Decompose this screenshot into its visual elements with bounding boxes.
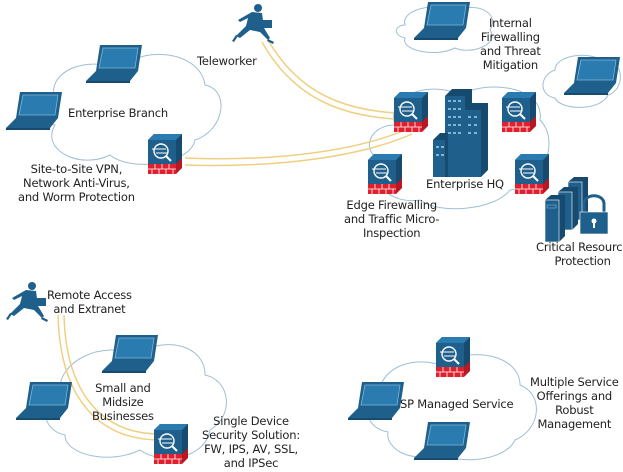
enterprise-branch-label: Enterprise Branch: [68, 106, 168, 120]
security-appliance-icon: [367, 153, 403, 195]
teleworker-label: Teleworker: [197, 54, 257, 68]
internal-firewalling-description: Internal Firewalling and Threat Mitigati…: [480, 16, 541, 72]
enterprise-hq-label: Enterprise HQ: [426, 177, 504, 191]
sp-managed-label: SP Managed Service: [400, 397, 514, 411]
building-icon: [433, 89, 488, 177]
link-branch-hq-1: [184, 127, 411, 160]
laptop-icon: [413, 1, 471, 41]
security-appliance-icon: [147, 133, 183, 175]
link-teleworker-hq-1: [261, 41, 413, 121]
laptop-icon: [413, 421, 471, 461]
security-appliance-icon: [514, 153, 550, 195]
laptop-icon: [563, 56, 621, 96]
smb-description: Single Device Security Solution: FW, IPS…: [202, 414, 301, 470]
padlock-icon: [579, 194, 609, 235]
sp-managed-description: Multiple Service Offerings and Robust Ma…: [530, 375, 619, 431]
link-branch-hq-2: [184, 133, 413, 167]
laptop-icon: [101, 334, 159, 374]
link-remote-smb-1: [57, 314, 161, 441]
remote-access-description: Remote Access and Extranet: [47, 288, 132, 316]
running-person-icon: [232, 4, 274, 44]
laptop-icon: [15, 381, 73, 421]
link-remote-smb-2: [63, 314, 161, 435]
smb-label: Small and Midsize Businesses: [92, 381, 154, 423]
security-appliance-icon: [501, 91, 537, 133]
security-appliance-icon: [393, 91, 429, 133]
enterprise-branch-description: Site-to-Site VPN, Network Anti-Virus, an…: [18, 162, 135, 204]
cloud-mitigation: [542, 54, 621, 108]
enterprise-hq-description: Edge Firewalling and Traffic Micro- Insp…: [344, 198, 440, 240]
laptop-icon: [347, 381, 405, 421]
link-teleworker-hq-2: [267, 39, 415, 115]
security-appliance-icon: [435, 336, 471, 378]
running-person-icon: [6, 282, 48, 322]
critical-resource-description: Critical Resource Protection: [536, 240, 623, 268]
security-appliance-icon: [153, 423, 189, 465]
server-stack-icon: [544, 177, 588, 243]
